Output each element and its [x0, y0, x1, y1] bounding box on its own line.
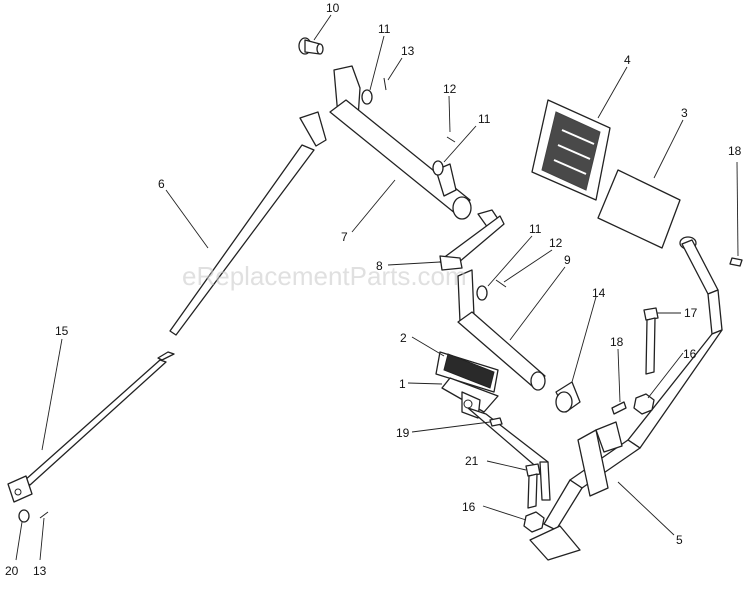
callout-label: 19 — [396, 426, 410, 440]
part-cotter-pin-bottom — [39, 511, 49, 519]
callout-label: 4 — [624, 53, 631, 67]
callout-label: 3 — [681, 106, 688, 120]
leader-lines — [15, 14, 739, 561]
part-nut-upper — [633, 393, 655, 415]
callout-label: 14 — [592, 286, 606, 300]
callout-label: 11 — [529, 222, 542, 236]
part-pedal-pad — [531, 99, 611, 201]
callout-label: 2 — [400, 331, 407, 345]
part-pedal-plate — [597, 169, 681, 249]
part-roll-pin-top — [729, 257, 743, 267]
callout-label: 9 — [564, 253, 571, 267]
watermark: eReplacementParts.com — [182, 261, 467, 291]
callout-label: 11 — [478, 112, 491, 126]
callout-label: 16 — [683, 347, 697, 361]
callout-label: 6 — [158, 177, 165, 191]
callout-labels: 10 11 13 12 11 4 3 18 6 7 8 11 12 9 14 1… — [5, 1, 742, 578]
part-brake-rod — [7, 111, 327, 503]
callout-label: 10 — [326, 1, 340, 15]
part-nut-lower — [523, 511, 545, 533]
part-bolt-17 — [643, 307, 659, 375]
part-washer-mid — [432, 160, 444, 176]
callout-label: 11 — [378, 22, 391, 36]
part-cotter-pin-top — [383, 77, 387, 91]
part-cotter-pin-lower — [495, 279, 507, 288]
callout-label: 15 — [55, 324, 69, 338]
part-bolt-21 — [525, 463, 541, 509]
callout-label: 17 — [684, 306, 698, 320]
part-link-arm — [439, 215, 505, 271]
part-pedal-shaft — [457, 269, 546, 391]
part-spacer-tube — [555, 381, 581, 413]
part-washer-bottom — [18, 509, 30, 523]
callout-label: 20 — [5, 564, 19, 578]
part-washer-lower — [476, 285, 488, 301]
callout-label: 13 — [401, 44, 415, 58]
callout-label: 1 — [399, 377, 406, 391]
part-clevis-pin — [298, 37, 324, 55]
part-cross-shaft — [329, 65, 501, 229]
part-cotter-pin-mid — [446, 136, 456, 143]
callout-label: 5 — [676, 533, 683, 547]
part-roll-pin-lower — [611, 401, 627, 415]
callout-label: 8 — [376, 259, 383, 273]
callout-label: 18 — [728, 144, 742, 158]
callout-label: 21 — [465, 454, 479, 468]
callout-label: 7 — [341, 230, 348, 244]
callout-label: 12 — [443, 82, 457, 96]
callout-label: 12 — [549, 236, 563, 250]
callout-label: 18 — [610, 335, 624, 349]
part-foot-pad — [435, 351, 499, 393]
callout-label: 13 — [33, 564, 47, 578]
part-pin-19 — [489, 417, 503, 427]
callout-label: 16 — [462, 500, 476, 514]
part-pedal-frame — [529, 236, 723, 561]
part-brake-pedal — [441, 377, 551, 501]
part-washer-top — [361, 89, 373, 105]
